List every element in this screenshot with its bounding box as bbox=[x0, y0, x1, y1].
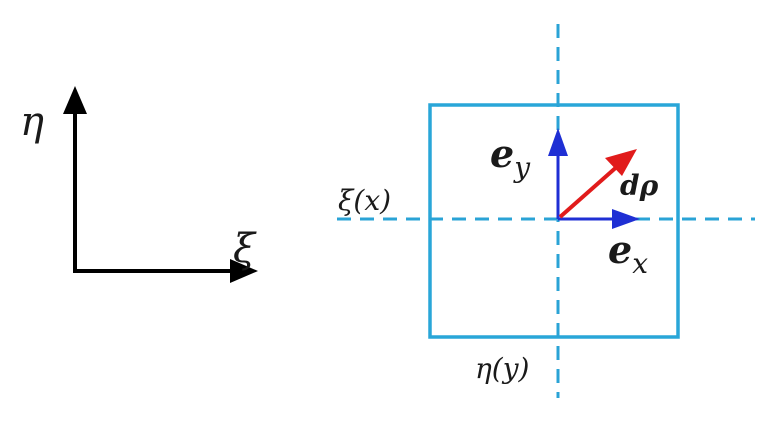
eta-y-label: η(y) bbox=[475, 352, 529, 385]
ex-label: ex bbox=[608, 227, 648, 280]
ey-vector-arrowhead bbox=[548, 128, 568, 156]
ex-label-main: e bbox=[608, 227, 632, 272]
ex-label-subscript: x bbox=[632, 247, 648, 280]
ey-label-main: e bbox=[490, 131, 514, 176]
ex-vector-arrowhead bbox=[612, 209, 640, 229]
ey-label-subscript: y bbox=[512, 151, 531, 184]
cell-diagram: ey ex dρ ξ(x) η(y) bbox=[337, 24, 755, 398]
eta-axis-label: η bbox=[20, 99, 44, 145]
ey-label: ey bbox=[490, 131, 531, 184]
xi-axis-label: ξ bbox=[233, 226, 257, 272]
xi-x-label: ξ(x) bbox=[338, 184, 391, 217]
xi-axis-arrowhead bbox=[230, 259, 258, 283]
reference-frame: η ξ bbox=[20, 86, 258, 283]
eta-axis-arrowhead bbox=[63, 86, 87, 114]
cell-box bbox=[428, 103, 680, 339]
drho-vector-arrowhead bbox=[605, 149, 637, 176]
drho-vector-line bbox=[558, 162, 622, 219]
drho-label: dρ bbox=[620, 169, 659, 202]
